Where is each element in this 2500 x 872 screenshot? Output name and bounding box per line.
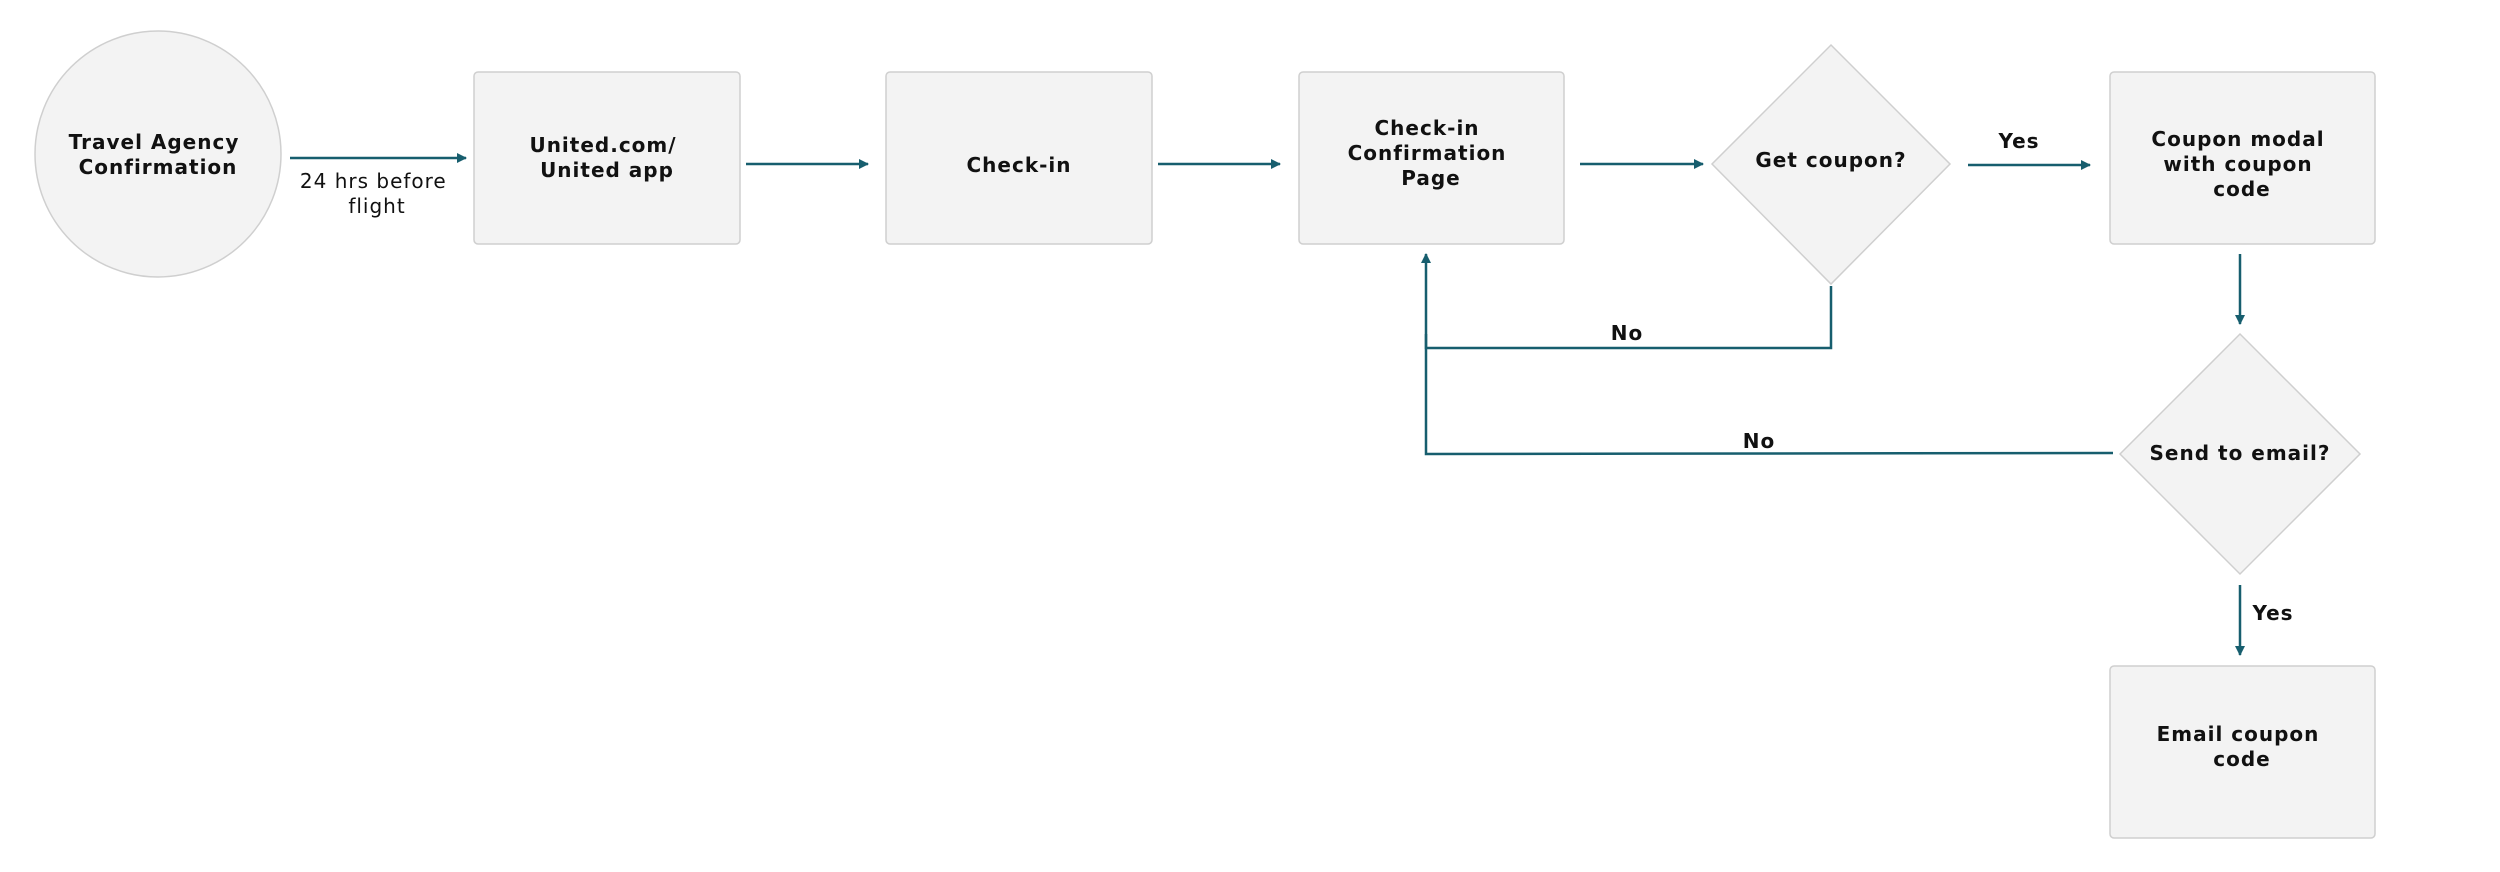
confirmation-page-label: Check-in Confirmation Page <box>1348 116 1515 190</box>
coupon-modal-label-line-1: Coupon modal <box>2151 127 2324 151</box>
coupon-modal-label-line-3: code <box>2213 177 2270 201</box>
send-email-label: Send to email? <box>2150 441 2331 465</box>
node-get-coupon: Get coupon? <box>1710 43 1952 286</box>
send-email-diamond <box>2118 332 2362 576</box>
confirmation-page-label-line-1: Check-in <box>1375 116 1480 140</box>
travel-agency-label: Travel Agency Confirmation <box>69 130 248 179</box>
email-coupon-label: Email coupon code <box>2157 722 2328 771</box>
trigger-label: 24 hrs before flight <box>300 169 454 218</box>
edge-send-email-no <box>1421 253 2114 456</box>
send-email-label-line-1: Send to email? <box>2150 441 2331 465</box>
checkin-label: Check-in <box>966 153 1071 177</box>
united-app-label-line-1: United.com/ <box>529 133 676 157</box>
confirmation-page-label-line-3: Page <box>1401 166 1461 190</box>
confirmation-page-box <box>1298 71 1565 245</box>
email-coupon-label-line-2: code <box>2213 747 2270 771</box>
edge-labels: 24 hrs before flight Yes No No Yes <box>300 129 2293 625</box>
confirmation-page-label-line-2: Confirmation <box>1348 141 1507 165</box>
get-coupon-diamond <box>1710 43 1952 286</box>
node-travel-agency: Travel Agency Confirmation <box>34 30 282 278</box>
send-email-no-label: No <box>1743 429 1775 453</box>
travel-agency-label-line-2: Confirmation <box>79 155 238 179</box>
node-confirmation-page: Check-in Confirmation Page <box>1298 71 1565 245</box>
united-app-label: United.com/ United app <box>529 133 684 182</box>
node-checkin: Check-in <box>885 71 1153 245</box>
checkin-label-line-1: Check-in <box>966 153 1071 177</box>
send-email-yes-label: Yes <box>2251 601 2293 625</box>
get-coupon-yes-label: Yes <box>1997 129 2039 153</box>
email-coupon-box <box>2109 665 2376 839</box>
coupon-modal-label: Coupon modal with coupon code <box>2151 127 2332 201</box>
edges <box>290 153 2245 656</box>
trigger-label-line-2: flight <box>348 194 405 218</box>
node-united-app: United.com/ United app <box>473 71 741 245</box>
coupon-modal-box <box>2109 71 2376 245</box>
node-email-coupon: Email coupon code <box>2109 665 2376 839</box>
travel-agency-circle <box>34 30 282 278</box>
node-send-email: Send to email? <box>2118 332 2362 576</box>
united-app-box <box>473 71 741 245</box>
get-coupon-label-line-1: Get coupon? <box>1755 148 1906 172</box>
get-coupon-label: Get coupon? <box>1755 148 1906 172</box>
node-coupon-modal: Coupon modal with coupon code <box>2109 71 2376 245</box>
united-app-label-line-2: United app <box>540 158 674 182</box>
email-coupon-label-line-1: Email coupon <box>2157 722 2320 746</box>
trigger-label-line-1: 24 hrs before <box>300 169 447 193</box>
get-coupon-no-label: No <box>1611 321 1643 345</box>
coupon-modal-label-line-2: with coupon <box>2163 152 2312 176</box>
checkin-box <box>885 71 1153 245</box>
travel-agency-label-line-1: Travel Agency <box>69 130 240 154</box>
